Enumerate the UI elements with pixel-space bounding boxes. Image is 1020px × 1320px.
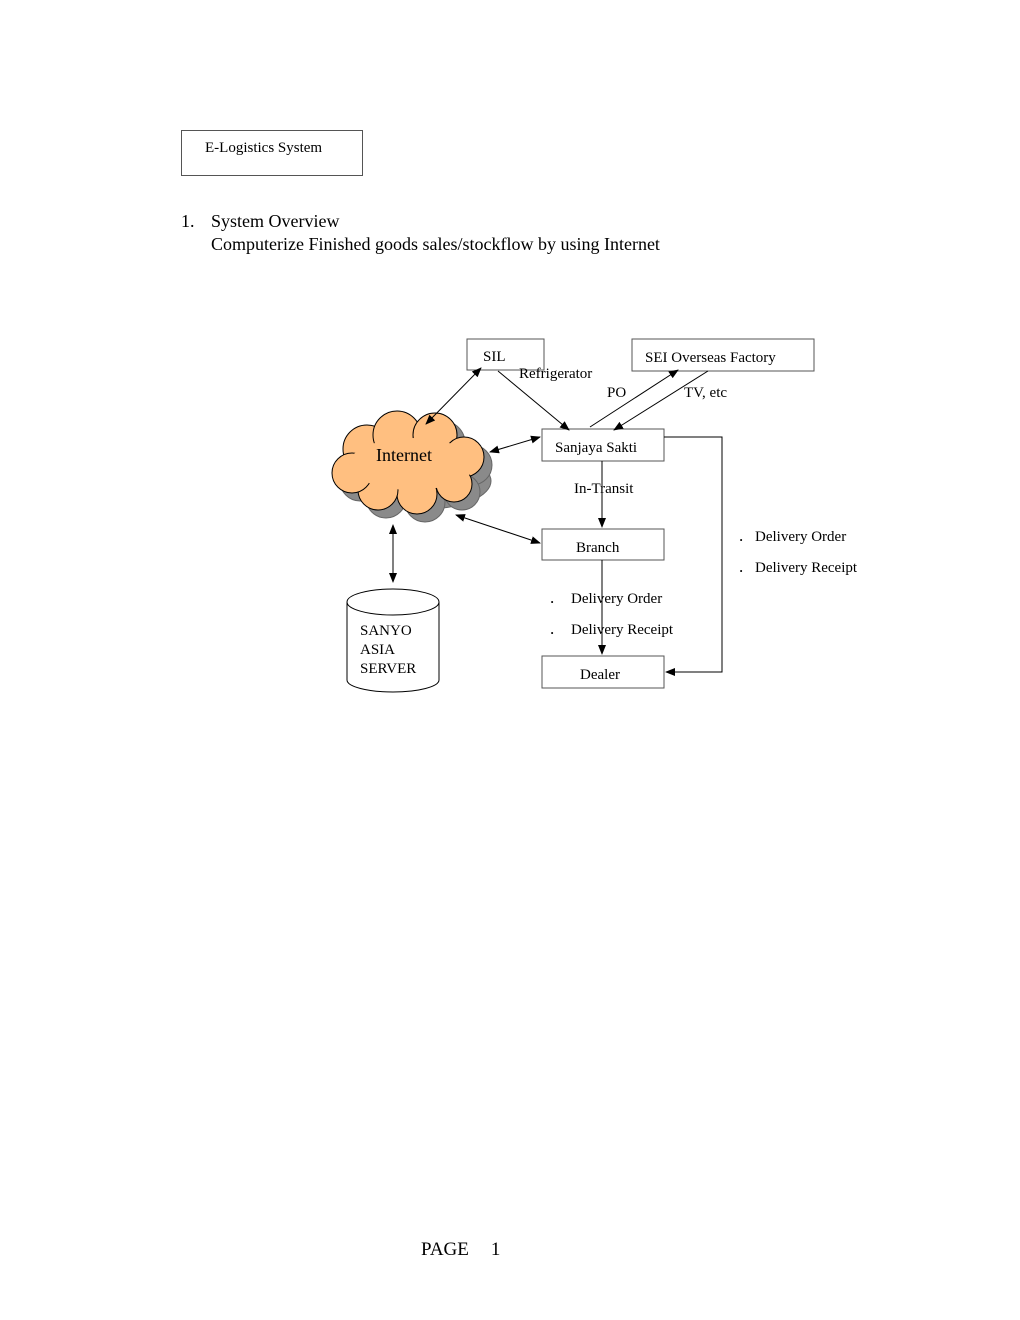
dealer-label: Dealer	[580, 667, 620, 683]
title-box: E-Logistics System	[181, 130, 363, 176]
sanjaya-label: Sanjaya Sakti	[555, 440, 637, 456]
arrow-sil-internet	[425, 367, 482, 425]
arrow-sei-sanjaya	[613, 370, 709, 431]
middle-note-bullet-2: .	[550, 619, 554, 638]
branch-label: Branch	[576, 540, 620, 556]
server-label-line-1: SANYO	[360, 623, 412, 639]
branch-box	[541, 528, 665, 561]
sei-box	[631, 338, 815, 372]
server-label-line-3: SERVER	[360, 661, 416, 677]
right-note-delivery-receipt: Delivery Receipt	[755, 560, 858, 576]
title-box-text: E-Logistics System	[205, 140, 323, 156]
refrigerator-label: Refrigerator	[519, 366, 592, 382]
tv-etc-label: TV, etc	[684, 385, 727, 401]
page-footer: PAGE 1	[421, 1239, 500, 1261]
middle-note-delivery-receipt: Delivery Receipt	[571, 622, 674, 638]
sei-label: SEI Overseas Factory	[645, 350, 776, 366]
arrow-sanjaya-dealer	[664, 436, 723, 676]
internet-label: Internet	[376, 445, 432, 465]
arrow-internet-branch	[455, 514, 541, 544]
sanyo-asia-server-cylinder	[346, 588, 440, 693]
middle-note-bullet-1: .	[550, 588, 554, 607]
page-label: PAGE	[421, 1239, 469, 1260]
arrow-po-sei	[589, 369, 679, 428]
section-number: 1.	[181, 211, 195, 231]
dealer-box	[541, 655, 665, 689]
right-note-bullet-1: .	[739, 526, 743, 545]
right-note-bullet-2: .	[739, 557, 743, 576]
section-title: System Overview	[211, 211, 340, 231]
middle-note-delivery-order: Delivery Order	[571, 591, 662, 607]
server-label-line-2: ASIA	[360, 642, 395, 658]
right-note-delivery-order: Delivery Order	[755, 529, 846, 545]
po-label: PO	[607, 385, 626, 401]
section-description: Computerize Finished goods sales/stockfl…	[211, 234, 660, 254]
arrow-internet-sanjaya	[489, 435, 541, 454]
page-number: 1	[490, 1239, 501, 1260]
sil-box	[466, 338, 545, 371]
in-transit-label: In-Transit	[574, 481, 634, 497]
sil-label: SIL	[483, 349, 506, 365]
arrow-sil-sanjaya	[497, 370, 570, 431]
system-overview-diagram: Internet SIL SEI Overseas Factory Sanjay…	[331, 338, 858, 693]
sanjaya-box	[541, 428, 665, 462]
